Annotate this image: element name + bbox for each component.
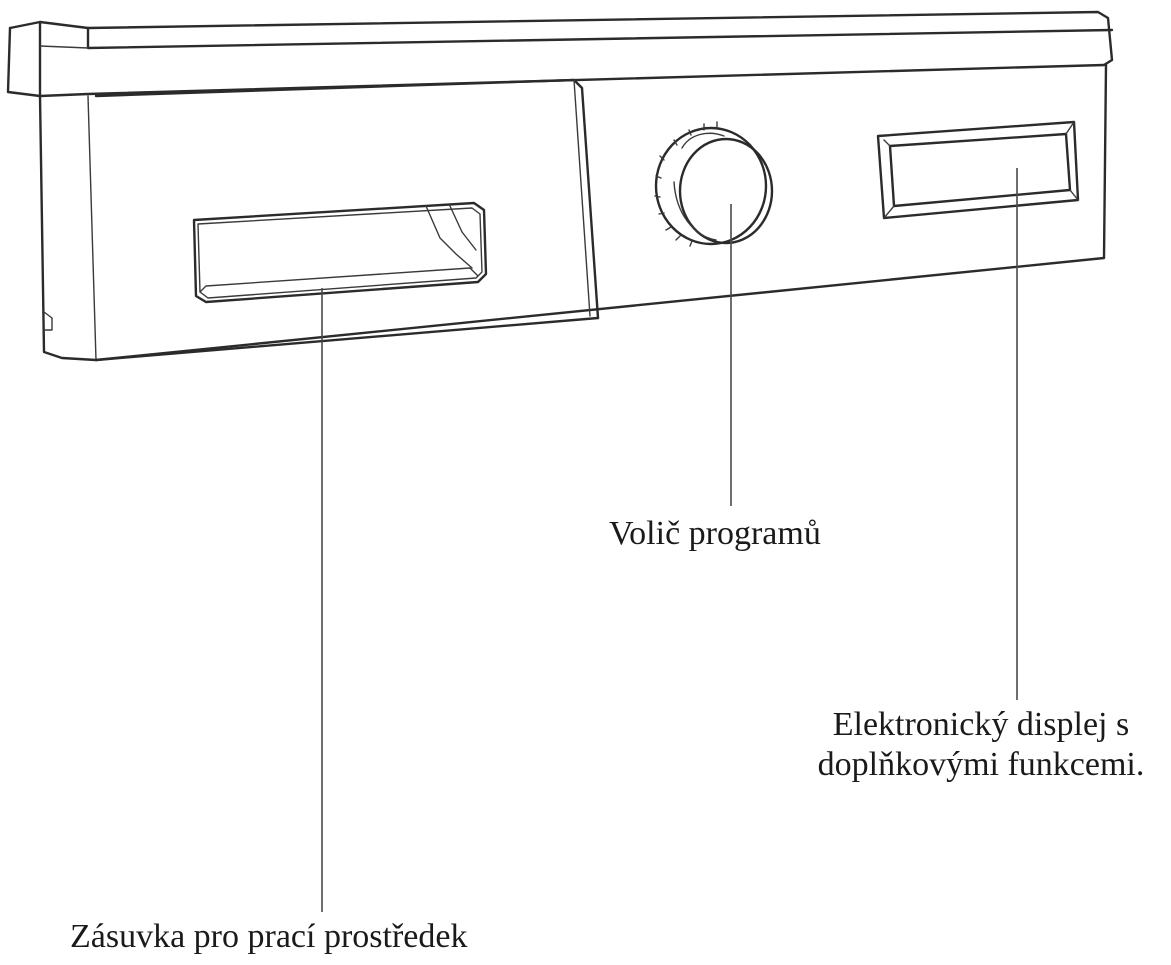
label-electronic-display-line1: Elektronický displej s — [832, 706, 1130, 743]
detergent-drawer[interactable] — [94, 78, 600, 362]
top-cover — [6, 10, 1114, 98]
label-program-selector: Volič programů — [609, 515, 821, 552]
label-electronic-display-line2: doplňkovými funkcemi. — [817, 746, 1145, 783]
panel-body — [38, 63, 1108, 362]
program-selector-knob[interactable] — [654, 121, 774, 247]
label-detergent-drawer: Zásuvka pro prací prostředek — [70, 918, 468, 955]
electronic-display — [876, 120, 1080, 220]
leader-lines — [321, 168, 1018, 912]
label-electronic-display: Elektronický displej s doplňkovými funkc… — [792, 705, 1170, 785]
